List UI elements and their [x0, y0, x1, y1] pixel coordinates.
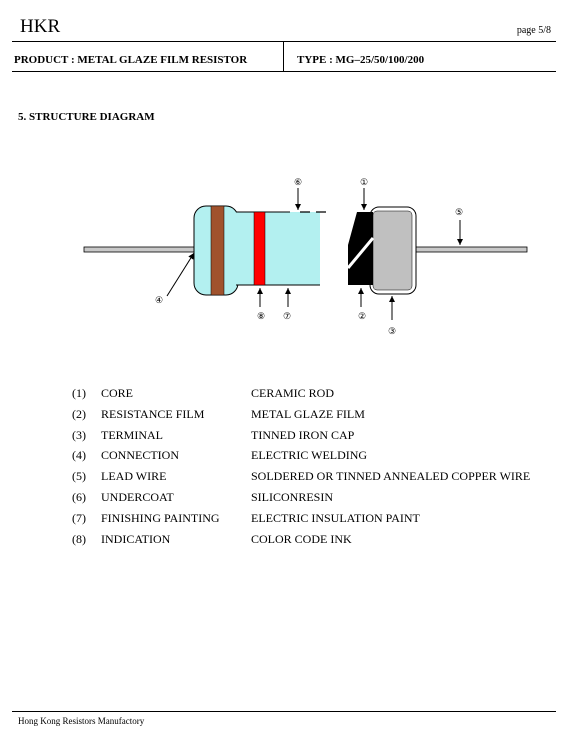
component-item: INDICATION: [101, 531, 171, 546]
header-top-rule: [12, 41, 556, 42]
component-number: (8): [72, 531, 86, 546]
callout-3: ③: [388, 326, 396, 336]
product-label: PRODUCT : METAL GLAZE FILM RESISTOR: [14, 54, 248, 66]
type-label: TYPE : MG–25/50/100/200: [297, 54, 425, 66]
component-item: CONNECTION: [101, 448, 179, 463]
component-description: METAL GLAZE FILM: [251, 406, 365, 421]
callout-1: ①: [360, 177, 368, 187]
callout-5: ⑤: [455, 207, 463, 217]
connection-weld: [348, 212, 373, 285]
component-number: (5): [72, 469, 86, 484]
callout-2: ②: [358, 311, 366, 321]
leader-4: [166, 252, 195, 297]
section-title: 5. STRUCTURE DIAGRAM: [18, 111, 155, 123]
component-list: (1) CORE CERAMIC ROD (2) RESISTANCE FILM META…: [0, 386, 571, 552]
lead-wire-right: [415, 246, 528, 253]
component-description: SOLDERED OR TINNED ANNEALED COPPER WIRE: [251, 469, 531, 484]
component-item: LEAD WIRE: [101, 469, 167, 484]
component-description: COLOR CODE INK: [251, 531, 352, 546]
structure-diagram: ① ⑥ ⑤ ④ ⑧ ⑦ ② ③: [83, 177, 528, 336]
component-item: FINISHING PAINTING: [101, 510, 220, 525]
callout-6: ⑥: [294, 177, 302, 187]
page-number: page 5/8: [516, 25, 551, 36]
component-description: CERAMIC ROD: [251, 386, 335, 400]
component-number: (2): [72, 406, 86, 421]
weld-gap: [346, 237, 375, 269]
component-item: RESISTANCE FILM: [101, 406, 205, 421]
component-description: ELECTRIC WELDING: [251, 448, 368, 463]
lead-wire-left: [83, 246, 197, 253]
resistor-body: [236, 212, 320, 285]
callout-7: ⑦: [283, 311, 291, 321]
component-row: (8) INDICATION COLOR CODE INK: [0, 532, 571, 553]
component-item: CORE: [101, 386, 134, 400]
component-row: (7) FINISHING PAINTING ELECTRIC INSULATION…: [0, 511, 571, 532]
component-row: (2) RESISTANCE FILM METAL GLAZE FILM: [0, 407, 571, 428]
callout-4: ④: [155, 295, 163, 305]
footer-rule: [12, 711, 556, 712]
component-row: (6) UNDERCOAT SILICONRESIN: [0, 490, 571, 511]
component-number: (7): [72, 510, 86, 525]
component-description: SILICONRESIN: [251, 489, 334, 504]
color-band-red: [253, 211, 266, 286]
component-number: (6): [72, 489, 86, 504]
terminal-cap-inner: [372, 210, 413, 291]
component-item: UNDERCOAT: [101, 489, 174, 504]
component-description: TINNED IRON CAP: [251, 427, 355, 442]
component-row: (3) TERMINAL TINNED IRON CAP: [0, 428, 571, 449]
component-number: (1): [72, 386, 86, 400]
footer-text: Hong Kong Resistors Manufactory: [18, 716, 145, 726]
component-description: ELECTRIC INSULATION PAINT: [251, 510, 420, 525]
component-row: (5) LEAD WIRE SOLDERED OR TINNED ANNEALED …: [0, 469, 571, 490]
header-divider: [283, 42, 284, 72]
company-name: HKR: [20, 16, 61, 37]
component-row: (4) CONNECTION ELECTRIC WELDING: [0, 448, 571, 469]
header-bottom-rule: [12, 71, 556, 72]
component-item: TERMINAL: [101, 427, 163, 442]
color-band-brown: [210, 205, 225, 296]
component-number: (3): [72, 427, 86, 442]
component-number: (4): [72, 448, 86, 463]
callout-8: ⑧: [257, 311, 265, 321]
component-row: (1) CORE CERAMIC ROD: [0, 386, 571, 407]
